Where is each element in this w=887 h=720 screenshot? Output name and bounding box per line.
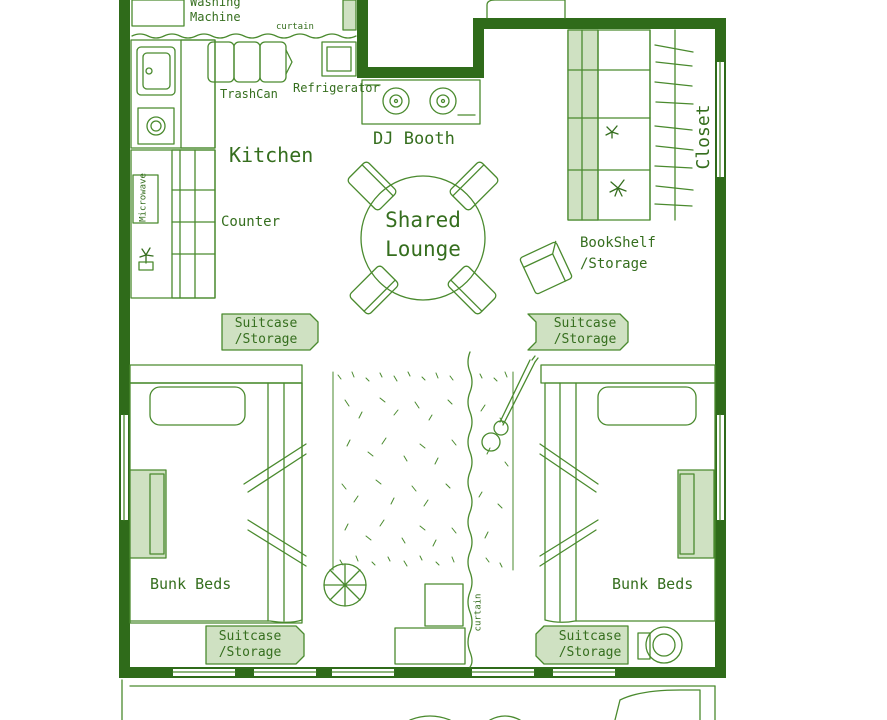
room-divider-curtain [467,351,473,668]
label-bunk-beds-left: Bunk Beds [150,575,232,593]
exterior-walls [119,0,726,720]
label-dj-booth: DJ Booth [373,129,455,149]
label-kitchen: Kitchen [229,143,314,167]
round-stool [637,626,683,664]
pouf [323,563,367,607]
label-counter: Counter [221,214,281,230]
guitar [481,355,539,452]
label-washing-machine: Washing Machine [190,0,241,24]
label-closet: Closet [693,104,714,170]
label-suitcase-storage-right-bottom: Suitcase /Storage [558,629,622,660]
label-curtain-vertical: curtain [473,593,484,632]
suitcase-boxes-bottom [205,625,629,665]
label-microwave: Microwave [138,173,149,222]
label-shared-lounge: Shared Lounge [385,208,461,261]
shag-rug [332,371,514,571]
label-suitcase-storage-left-top: Suitcase /Storage [234,316,298,347]
label-suitcase-storage-left-bottom: Suitcase /Storage [218,629,282,660]
label-curtain-top: curtain [276,22,314,32]
bunk-bed-right [539,364,716,623]
dj-booth-fixture [361,79,481,125]
label-trashcan: TrashCan [220,87,278,101]
bunk-bed-left [129,364,307,624]
label-suitcase-storage-right-top: Suitcase /Storage [553,316,617,347]
lounge-table [347,161,573,315]
kitchen-fixtures [130,39,357,299]
laundry-area [131,0,357,39]
suitcase-boxes-top [221,313,629,351]
label-refrigerator: Refrigerator [293,81,380,95]
label-bookshelf-storage: BookShelf /Storage [580,235,656,272]
desk-stool [394,583,466,665]
bookshelf-closet [567,29,694,221]
label-bunk-beds-right: Bunk Beds [612,575,694,593]
